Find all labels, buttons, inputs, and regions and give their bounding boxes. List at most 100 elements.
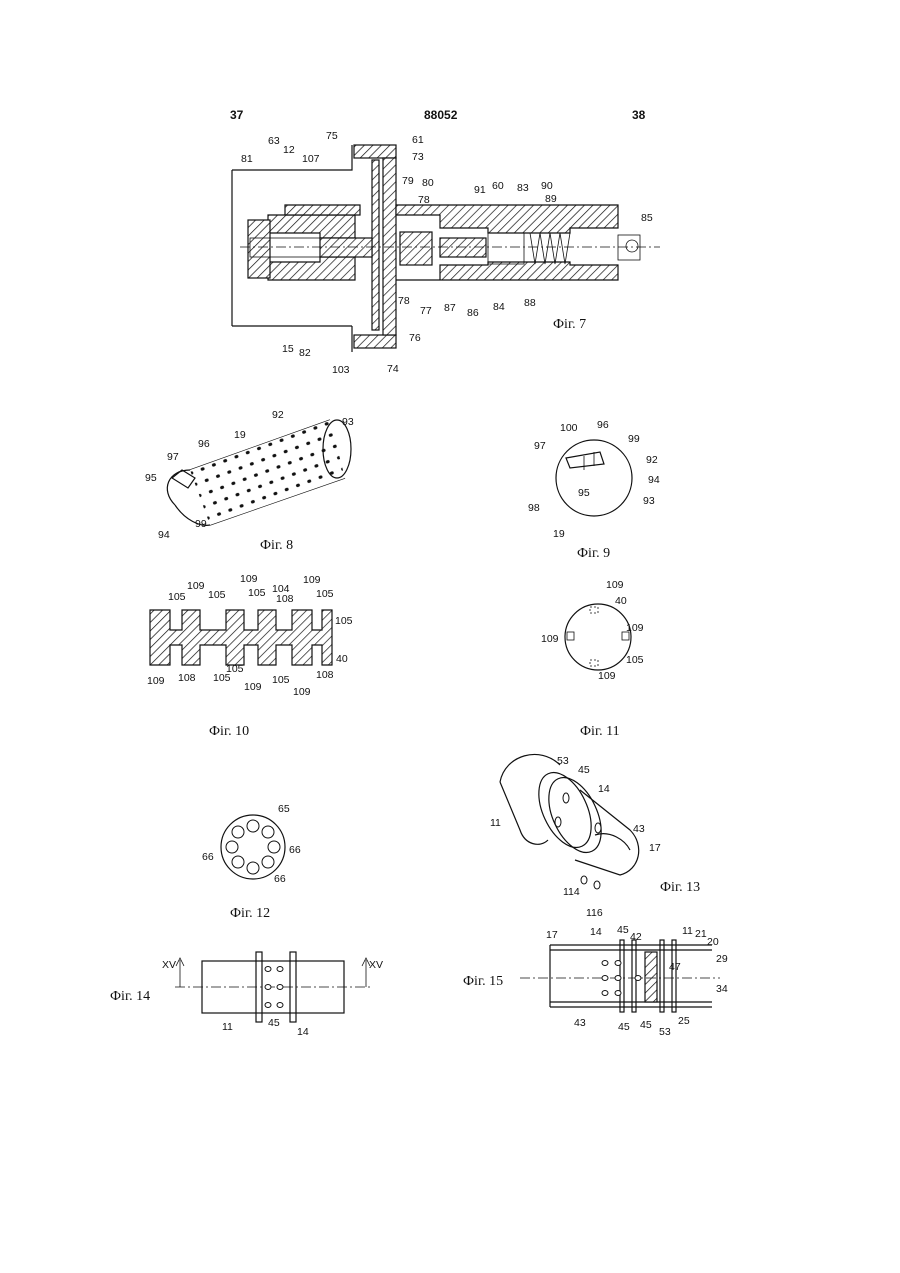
fig7-label: 81 (241, 153, 253, 165)
fig7-label: 61 (412, 134, 424, 146)
fig10-label: 105 (272, 674, 290, 686)
fig7-label: 15 (282, 343, 294, 355)
figure-10: 109 109 109 104 105 105 105 108 105 105 … (147, 573, 353, 739)
fig7-label: 63 (268, 135, 280, 147)
fig7-label: 87 (444, 302, 456, 314)
fig9-label: 96 (597, 419, 609, 431)
fig10-label: 109 (293, 686, 311, 698)
fig10-label: 108 (316, 669, 334, 681)
fig7-label: 76 (409, 332, 421, 344)
fig7-label: 83 (517, 182, 529, 194)
figure-11: 109 40 109 109 105 109 Фiг. 11 (541, 579, 644, 739)
fig15-label: 43 (574, 1017, 586, 1029)
fig15-label: 47 (669, 961, 681, 973)
patent-number: 88052 (424, 108, 458, 122)
fig11-label: 109 (626, 622, 644, 634)
fig11-label: 109 (606, 579, 624, 591)
fig14-label: 45 (268, 1017, 280, 1029)
figure-8: 92 93 19 96 97 95 94 99 Фiг. 8 (145, 409, 354, 553)
fig10-label: 109 (244, 681, 262, 693)
fig13-label: 14 (598, 783, 610, 795)
fig13-caption: Фiг. 13 (660, 880, 700, 895)
fig15-label: 21 (695, 928, 707, 940)
fig8-label: 94 (158, 529, 170, 541)
fig7-label: 78 (418, 194, 430, 206)
fig8-label: 97 (167, 451, 179, 463)
fig14-label: XV (162, 959, 176, 971)
fig7-label: 85 (641, 212, 653, 224)
fig7-label: 79 (402, 175, 414, 187)
page-number-left: 37 (230, 108, 244, 122)
fig7-label: 107 (302, 153, 320, 165)
fig8-caption: Фiг. 8 (260, 538, 293, 553)
fig14-label: 14 (297, 1026, 309, 1038)
fig8-label: 99 (195, 518, 207, 530)
fig10-label: 108 (178, 672, 196, 684)
fig13-label: 53 (557, 755, 569, 767)
fig11-label: 109 (541, 633, 559, 645)
figure-14: XV XV 11 45 14 Фiг. 14 (110, 952, 383, 1038)
fig12-caption: Фiг. 12 (230, 906, 270, 921)
fig15-label: 45 (640, 1019, 652, 1031)
fig15-caption: Фiг. 15 (463, 974, 503, 989)
figure-15: 17 14 45 42 11 21 20 29 47 34 43 45 45 5… (463, 924, 728, 1038)
fig15-label: 29 (716, 953, 728, 965)
fig7-label: 103 (332, 364, 350, 376)
figure-9: 100 96 97 99 92 94 95 98 93 19 Фiг. 9 (528, 419, 660, 561)
fig14-label: XV (369, 959, 383, 971)
fig10-label: 105 (316, 588, 334, 600)
fig7-label: 78 (398, 295, 410, 307)
fig13-label: 114 (563, 886, 580, 898)
fig10-caption: Фiг. 10 (209, 724, 249, 739)
fig9-label: 100 (560, 422, 578, 434)
fig7-label: 74 (387, 363, 399, 375)
fig7-label: 89 (545, 193, 557, 205)
fig11-caption: Фiг. 11 (580, 724, 620, 739)
fig9-label: 94 (648, 474, 660, 486)
fig10-label: 108 (276, 593, 294, 605)
fig7-label: 75 (326, 130, 338, 142)
fig10-label: 40 (336, 653, 348, 665)
fig7-label: 77 (420, 305, 432, 317)
fig13-label: 43 (633, 823, 645, 835)
fig15-label: 42 (630, 931, 642, 943)
fig9-label: 97 (534, 440, 546, 452)
fig8-label: 95 (145, 472, 157, 484)
fig7-label: 12 (283, 144, 295, 156)
fig7-label: 73 (412, 151, 424, 163)
fig9-label: 92 (646, 454, 658, 466)
fig9-label: 93 (643, 495, 655, 507)
fig11-label: 105 (626, 654, 644, 666)
fig7-label: 90 (541, 180, 553, 192)
fig12-label: 66 (274, 873, 286, 885)
fig12-label: 65 (278, 803, 290, 815)
fig15-label: 53 (659, 1026, 671, 1038)
fig11-label: 40 (615, 595, 627, 607)
fig15-label: 45 (617, 924, 629, 936)
fig10-label: 105 (208, 589, 226, 601)
fig7-label: 91 (474, 184, 486, 196)
fig7-label: 80 (422, 177, 434, 189)
fig10-label: 109 (303, 574, 321, 586)
figure-13: 53 45 14 11 43 17 114 116 Фiг. 13 (490, 754, 700, 919)
fig7-label: 60 (492, 180, 504, 192)
fig10-label: 109 (240, 573, 258, 585)
fig15-label: 34 (716, 983, 728, 995)
fig15-label: 11 (682, 925, 693, 937)
fig10-label: 109 (187, 580, 205, 592)
fig11-label: 109 (598, 670, 616, 682)
fig8-label: 92 (272, 409, 284, 421)
fig9-label: 19 (553, 528, 565, 540)
fig10-label: 105 (168, 591, 186, 603)
fig15-label: 17 (546, 929, 558, 941)
fig15-label: 20 (707, 936, 719, 948)
fig10-label: 105 (226, 663, 244, 675)
figure-12: 65 66 66 66 Фiг. 12 (202, 803, 301, 921)
fig9-label: 95 (578, 487, 590, 499)
figure-7: 81 12 63 107 75 61 73 79 80 78 91 60 83 … (232, 130, 660, 376)
fig12-label: 66 (202, 851, 214, 863)
fig7-label: 88 (524, 297, 536, 309)
fig15-label: 25 (678, 1015, 690, 1027)
fig8-label: 96 (198, 438, 210, 450)
fig13-label: 45 (578, 764, 590, 776)
